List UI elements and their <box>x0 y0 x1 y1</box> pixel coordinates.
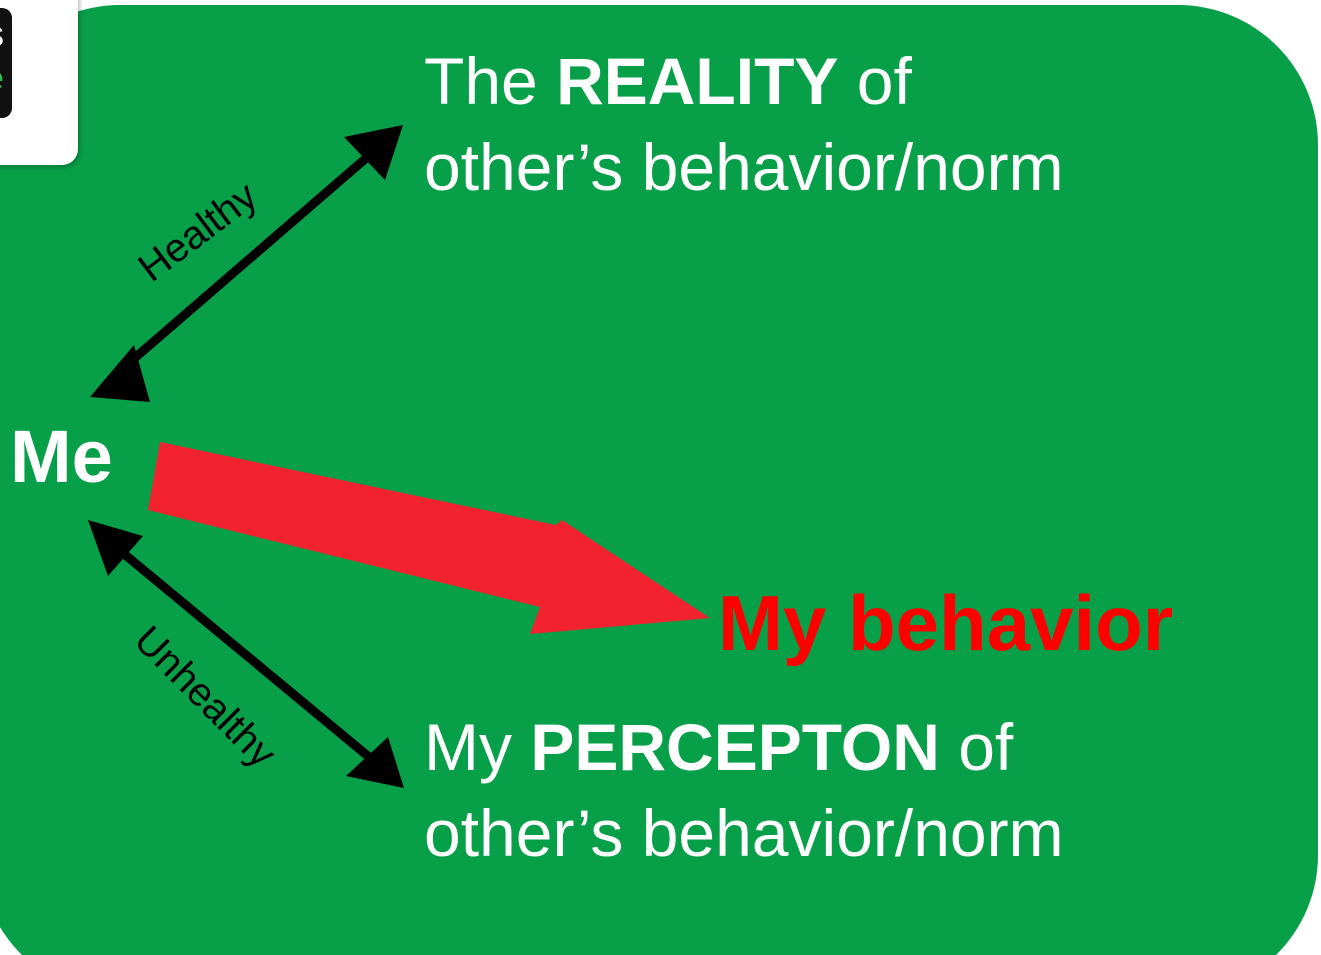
reality-label: The REALITY of other’s behavior/norm <box>424 38 1064 210</box>
logo-card: ns ve <box>0 0 78 165</box>
perception-suffix: of <box>939 710 1014 784</box>
perception-emphasis: PERCEPTON <box>530 710 940 784</box>
unhealthy-arrow <box>88 520 404 788</box>
influence-arrow <box>148 442 710 634</box>
reality-prefix: The <box>424 44 557 118</box>
perception-label: My PERCEPTON of other’s behavior/norm <box>424 704 1064 876</box>
my-behavior-node: My behavior <box>718 579 1174 667</box>
perception-line1: My PERCEPTON of <box>424 704 1064 790</box>
me-node: Me <box>10 415 113 498</box>
perception-prefix: My <box>424 710 531 784</box>
perception-line2: other’s behavior/norm <box>424 796 1064 870</box>
logo: ns ve <box>0 8 12 118</box>
reality-emphasis: REALITY <box>556 44 839 118</box>
healthy-arrow <box>90 125 403 402</box>
reality-line2: other’s behavior/norm <box>424 130 1064 204</box>
reality-suffix: of <box>838 44 912 118</box>
reality-line1: The REALITY of <box>424 38 1064 124</box>
logo-text-line2: ve <box>0 60 4 96</box>
logo-text-line1: ns <box>0 16 4 52</box>
